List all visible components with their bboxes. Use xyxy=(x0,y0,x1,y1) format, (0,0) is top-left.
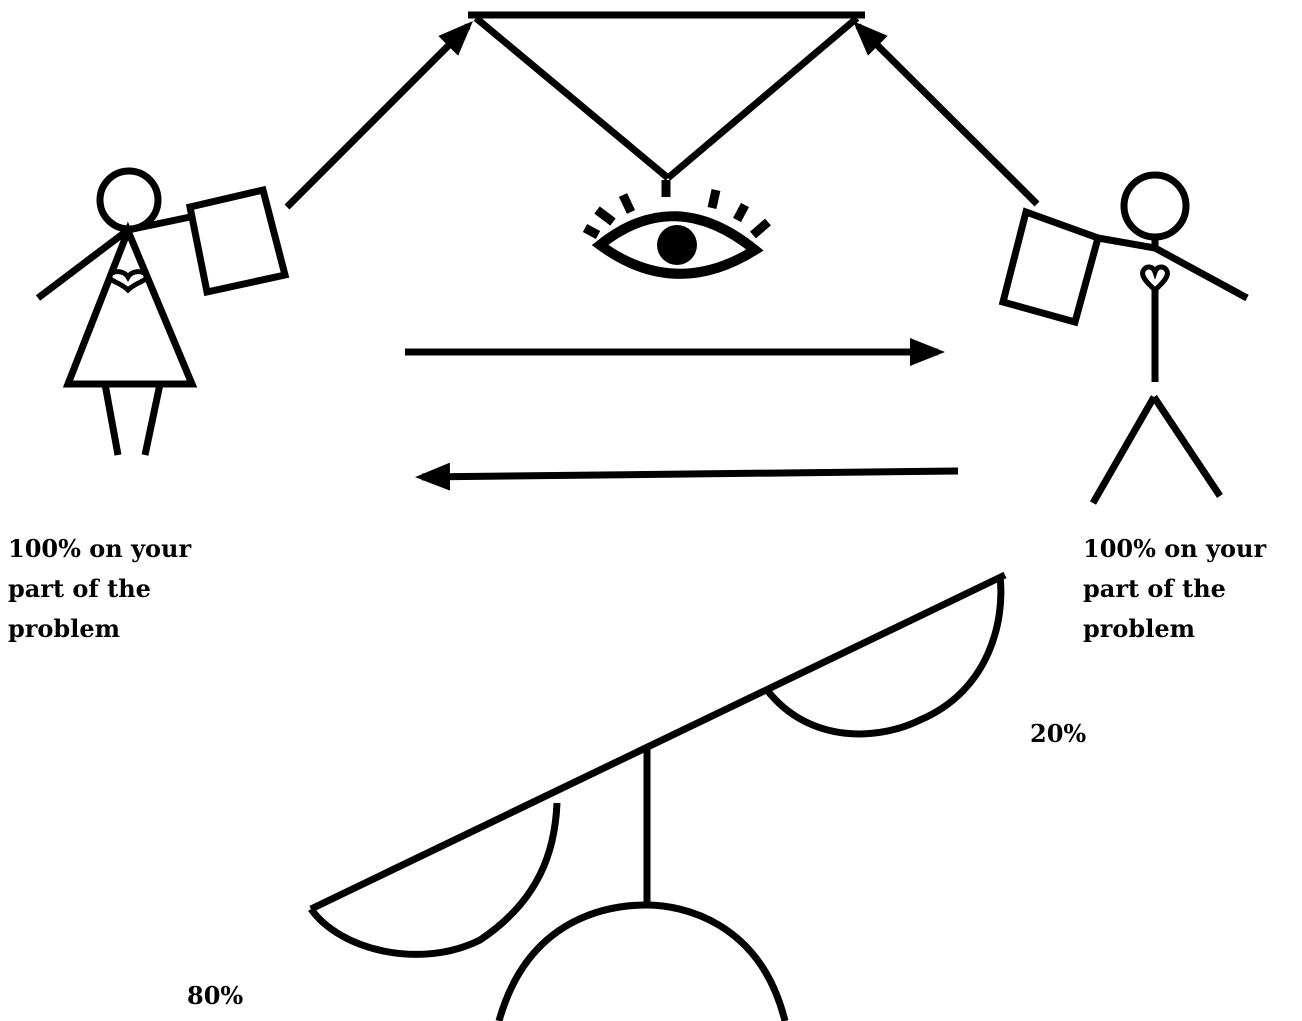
arrow-right-up xyxy=(858,26,1037,204)
eye-icon xyxy=(585,180,768,274)
heart-icon xyxy=(110,272,146,290)
woman-figure-icon xyxy=(38,171,285,455)
heart-icon xyxy=(1143,267,1168,290)
box-icon xyxy=(190,190,285,292)
top-triangle xyxy=(468,15,865,178)
man-figure-icon xyxy=(1003,175,1247,503)
arrow-left-up xyxy=(287,26,468,207)
right-person-label: 100% on your part of the problem xyxy=(1083,529,1302,649)
seesaw-left-percent: 80% xyxy=(187,976,243,1016)
seesaw-left-pan xyxy=(311,803,557,954)
seesaw-right-percent: 20% xyxy=(1030,714,1086,754)
left-person-label: 100% on your part of the problem xyxy=(8,529,248,649)
seesaw-right-pan xyxy=(767,576,1001,734)
arrow-left xyxy=(422,471,958,477)
seesaw-icon xyxy=(311,575,1005,1021)
box-icon xyxy=(1003,212,1098,322)
